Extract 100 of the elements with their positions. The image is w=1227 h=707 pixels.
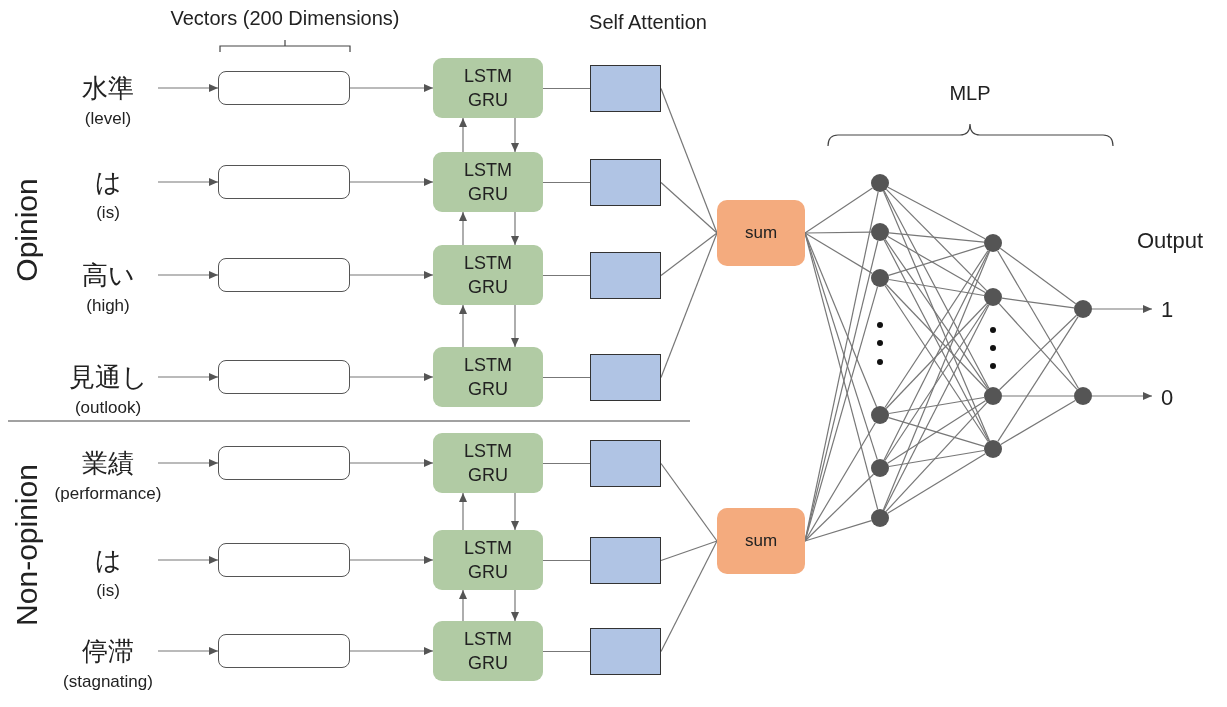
- connector-line: [887, 235, 986, 294]
- connector-line: [542, 181, 591, 184]
- connector-line: [999, 247, 1077, 305]
- heading-label: Self Attention: [589, 12, 707, 32]
- arrow: [511, 211, 519, 246]
- arrow: [511, 492, 519, 531]
- connector-line: [804, 473, 875, 542]
- connector-line: [997, 315, 1079, 443]
- vector-box: [218, 446, 350, 480]
- arrow: [1091, 392, 1153, 400]
- translation-text: (performance): [54, 483, 162, 505]
- word-label: 停滞: [58, 633, 158, 669]
- connector-line: [660, 540, 718, 562]
- vector-box: [218, 634, 350, 668]
- connector-line: [804, 232, 878, 408]
- connector-line: [887, 400, 986, 464]
- connector-line: [1001, 297, 1075, 309]
- connector-line: [660, 462, 718, 542]
- connector-line: [888, 396, 985, 415]
- arrow: [157, 178, 219, 186]
- lstm-gru-box: LSTM GRU: [433, 530, 543, 590]
- lstm-gru-box: LSTM GRU: [433, 58, 543, 118]
- connector-line: [885, 283, 988, 391]
- heading-label: Vectors (200 Dimensions): [170, 8, 400, 28]
- group-label: Non-opinion: [12, 464, 42, 626]
- arrow: [157, 84, 219, 92]
- lstm-gru-box: LSTM GRU: [433, 347, 543, 407]
- arrow: [349, 556, 434, 564]
- attention-box: [590, 252, 661, 299]
- connector-line: [883, 304, 990, 511]
- arrow: [511, 304, 519, 348]
- connector-line: [542, 462, 591, 465]
- arrow: [157, 271, 219, 279]
- attention-box: [590, 537, 661, 584]
- connector-line: [660, 232, 718, 379]
- output-value: 0: [1152, 381, 1182, 413]
- word-label: 見通し: [58, 359, 158, 395]
- lstm-gru-box: LSTM GRU: [433, 152, 543, 212]
- connector-line: [888, 449, 985, 468]
- connector-line: [804, 187, 874, 234]
- connector-line: [888, 417, 985, 447]
- connector-line: [885, 302, 988, 410]
- arrow: [157, 459, 219, 467]
- attention-box: [590, 354, 661, 401]
- connector-line: [884, 238, 989, 390]
- arrow: [349, 84, 434, 92]
- connector-line: [542, 87, 591, 90]
- connector-line: [660, 232, 718, 277]
- arrow: [349, 373, 434, 381]
- vector-box: [218, 360, 350, 394]
- attention-box: [590, 628, 661, 675]
- arrow: [459, 117, 467, 153]
- vector-box: [218, 543, 350, 577]
- connector-line: [882, 250, 991, 511]
- group-label: Opinion: [12, 178, 42, 282]
- arrow: [459, 589, 467, 622]
- connector-line: [1000, 399, 1076, 446]
- arrow: [349, 271, 434, 279]
- connector-line: [883, 190, 990, 389]
- arrow: [349, 178, 434, 186]
- arrow: [349, 647, 434, 655]
- lstm-gru-box: LSTM GRU: [433, 433, 543, 493]
- translation-text: (stagnating): [63, 671, 153, 693]
- connector-line: [885, 188, 988, 292]
- arrow: [157, 556, 219, 564]
- lstm-gru-box: LSTM GRU: [433, 621, 543, 681]
- vector-box: [218, 71, 350, 105]
- connector-line: [1001, 395, 1075, 397]
- connector-line: [804, 231, 872, 234]
- connector-line: [888, 232, 985, 243]
- connector-line: [542, 274, 591, 277]
- connector-line: [882, 190, 991, 442]
- word-label: は: [58, 542, 158, 578]
- word-label: 水準: [58, 70, 158, 106]
- word-label: 高い: [58, 257, 158, 293]
- arrow: [511, 589, 519, 622]
- connector-line: [542, 559, 591, 562]
- connector-line: [888, 245, 985, 276]
- connector-line: [542, 376, 591, 379]
- attention-box: [590, 159, 661, 206]
- connector-line: [804, 520, 872, 542]
- connector-line: [884, 303, 989, 462]
- heading-label: MLP: [949, 83, 991, 103]
- translation-text: (high): [86, 295, 130, 317]
- arrow: [157, 373, 219, 381]
- arrow: [459, 304, 467, 348]
- connector-line: [542, 650, 591, 653]
- translation-text: (level): [84, 108, 132, 130]
- connector-line: [996, 250, 1080, 389]
- arrow: [511, 117, 519, 153]
- sum-box: sum: [717, 508, 805, 574]
- sum-box: sum: [717, 200, 805, 266]
- arrow: [459, 211, 467, 246]
- word-label: は: [58, 164, 158, 200]
- lstm-gru-box: LSTM GRU: [433, 245, 543, 305]
- connector-line: [660, 87, 718, 234]
- connector-line: [660, 181, 718, 234]
- arrow: [349, 459, 434, 467]
- attention-box: [590, 440, 661, 487]
- output-value: 1: [1152, 293, 1182, 325]
